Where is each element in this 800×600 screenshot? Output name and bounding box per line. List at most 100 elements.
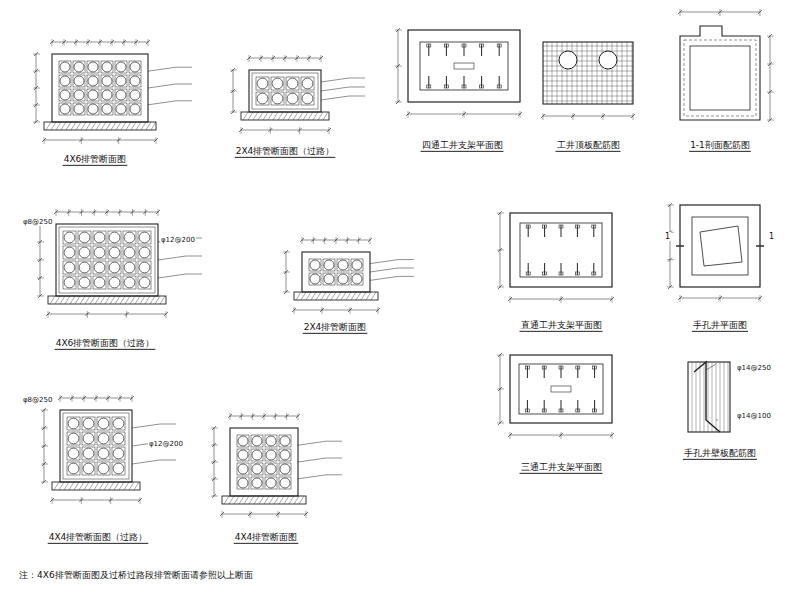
drawing-rect	[112, 432, 125, 445]
drawing-line	[680, 9, 681, 16]
drawing-line	[706, 364, 716, 370]
drawing-line	[497, 355, 504, 356]
drawing-line	[296, 292, 301, 300]
pipe-symbol	[102, 76, 112, 86]
drawing-line	[756, 245, 764, 246]
drawing-line	[81, 122, 86, 130]
drawing-line	[186, 256, 202, 257]
drawing-rect	[222, 496, 306, 504]
drawing-line	[627, 42, 628, 104]
rebar-line	[684, 40, 756, 116]
drawing-line	[230, 112, 237, 113]
drawing-rect	[78, 276, 91, 289]
pipe-symbol	[74, 62, 84, 72]
drawing-line	[134, 482, 139, 490]
wall-outline	[680, 26, 760, 120]
drawing-line	[121, 122, 126, 130]
drawing-line	[140, 497, 141, 504]
drawing-line	[356, 292, 361, 300]
drawing-rect	[108, 276, 121, 289]
pipe-symbol	[280, 478, 290, 488]
drawing-line	[395, 102, 402, 103]
pipe-symbol	[94, 277, 105, 288]
drawing-line	[56, 122, 61, 130]
drawing-line	[321, 78, 349, 82]
pipe-symbol	[252, 436, 262, 446]
drawing-line	[667, 205, 674, 206]
drawing-line	[728, 362, 729, 432]
drawing-title: 4X6排管断面图（过路）	[55, 338, 156, 348]
drawing-line	[41, 428, 48, 429]
drawing-rect	[690, 46, 750, 110]
drawing-line	[37, 260, 44, 261]
pipe-symbol	[266, 450, 276, 460]
drawing-line	[428, 76, 429, 88]
drawing-line	[326, 441, 342, 442]
drawing-line	[543, 113, 544, 120]
drawing-line	[269, 496, 274, 504]
drawing-line	[74, 482, 79, 490]
drawing-line	[321, 87, 349, 91]
pipe-symbol	[338, 274, 348, 284]
drawing-line	[41, 482, 48, 483]
drawing-line	[119, 209, 120, 216]
drawing-rect	[323, 259, 335, 271]
drawing-line	[696, 362, 697, 432]
drawing-rect	[101, 103, 113, 115]
drawing-line	[632, 42, 633, 104]
drawing-line	[602, 42, 603, 104]
drawing-line	[311, 292, 316, 300]
pipe-symbol	[68, 463, 79, 474]
drawing-line	[278, 511, 279, 518]
drawing-rect	[559, 272, 563, 275]
title-underline	[556, 151, 621, 152]
drawing-line	[89, 482, 94, 490]
pipe-symbol	[139, 232, 150, 243]
pipe-symbol	[94, 262, 105, 273]
drawing-line	[90, 296, 95, 304]
drawing-line	[321, 292, 326, 300]
drawing-line	[131, 122, 136, 130]
drawing-line	[716, 420, 718, 421]
drawing-line	[229, 496, 234, 504]
drawing-line	[543, 91, 633, 92]
drawing-line	[350, 307, 351, 314]
drawing-line	[587, 42, 588, 104]
drawing-line	[349, 96, 365, 97]
drawing-line	[96, 122, 101, 130]
drawing-line	[274, 496, 279, 504]
drawing-line	[497, 213, 504, 214]
drawing-rect	[237, 435, 249, 447]
title-underline	[55, 349, 156, 350]
drawing-title: 直通工井支架平面图	[520, 320, 603, 330]
drawing-line	[481, 76, 482, 88]
drawing-line	[279, 496, 284, 504]
pipe-symbol	[83, 463, 94, 474]
drawing-line	[37, 278, 44, 279]
pipe-symbol	[64, 277, 75, 288]
drawing-line	[286, 413, 287, 420]
drawing-line	[299, 127, 300, 134]
drawing-line	[285, 55, 286, 62]
drawing-line	[56, 209, 57, 216]
drawing-rect	[294, 292, 378, 300]
drawing-line	[135, 296, 140, 304]
pipe-symbol	[74, 90, 84, 100]
pipe-symbol	[68, 433, 79, 444]
drawing-line	[268, 112, 273, 120]
drawing-line	[302, 237, 303, 244]
pipe-symbol	[324, 260, 334, 270]
drawing-line	[561, 296, 562, 303]
drawing-line	[59, 482, 64, 490]
drawing-line	[622, 42, 623, 104]
rebar-spec: φ14@100	[736, 412, 772, 420]
drawing-rect	[279, 449, 291, 461]
note-text: 注：4X6排管断面图及过桥过路段排管断面请参照以上断面	[18, 570, 254, 580]
drawing-line	[84, 395, 85, 402]
drawing-line	[136, 122, 141, 130]
drawing-line	[261, 55, 262, 62]
pipe-symbol	[64, 262, 75, 273]
pipe-symbol	[257, 93, 268, 104]
drawing-rect	[67, 432, 80, 445]
drawing-line	[33, 122, 40, 123]
